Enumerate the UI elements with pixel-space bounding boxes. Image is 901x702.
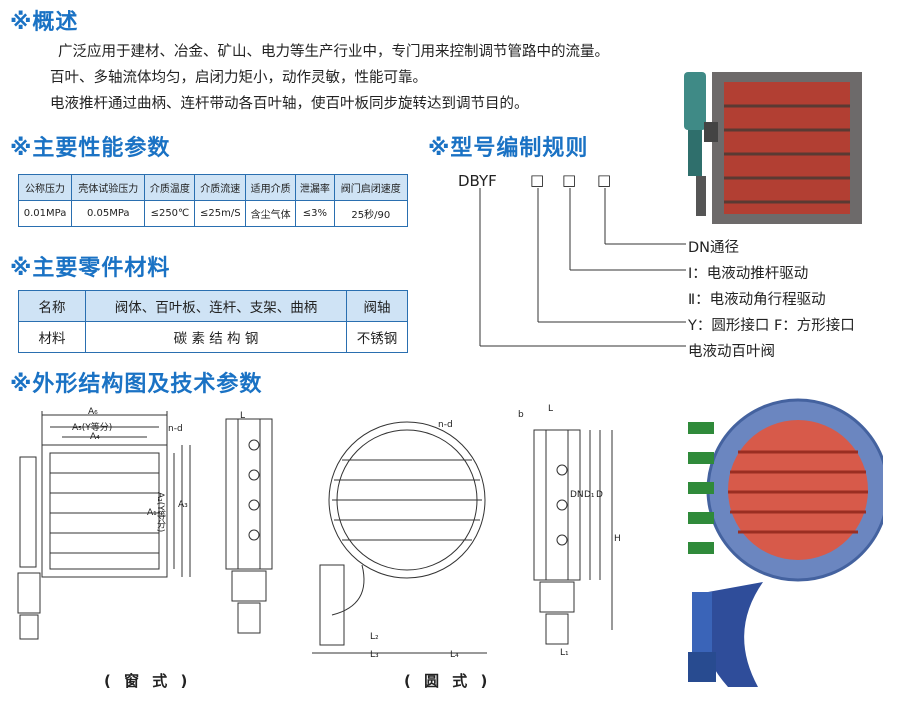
dim-nd-window: n-d [168,424,183,434]
model-box-2: □ [562,171,577,189]
round-type-side-view [533,429,613,645]
overview-line-1: 广泛应用于建材、冶金、矿山、电力等生产行业中，专门用来控制调节管路中的流量。 [58,44,609,60]
window-type-front-view [17,411,191,640]
perf-value-cell: ≤25m/S [194,200,247,227]
dim-DN: DN [570,490,584,500]
dim-A3: A₃ [178,500,188,510]
dim-L-round: L [548,404,554,414]
mat-header-cell: 阀轴 [346,290,408,322]
caption-window-type: ( 窗 式 ) [104,672,192,690]
dim-D1: D₁ [584,490,595,500]
perf-header-cell: 适用介质 [245,174,297,201]
perf-header-cell: 介质流速 [194,174,247,201]
perf-header-cell: 壳体试验压力 [71,174,146,201]
perf-value-cell: 25秒/90 [333,200,409,227]
mat-value-cell: 碳 素 结 构 钢 [85,321,347,353]
performance-heading: ※主要性能参数 [10,136,171,161]
dim-L1: L₁ [560,648,569,658]
dim-L2: L₂ [370,632,379,642]
materials-table: 名称 阀体、百叶板、连杆、支架、曲柄 阀轴 材料 碳 素 结 构 钢 不锈钢 [18,290,408,353]
dim-L-window: L [240,411,246,421]
dim-A5: A₅(Y等分) [72,423,113,433]
caption-round-type: ( 圆 式 ) [404,672,492,690]
perf-value-cell: ≤250℃ [144,200,196,227]
overview-line-2: 百叶、多轴流体均匀，启闭力矩小，动作灵敏，性能可靠。 [50,70,427,86]
perf-value-cell: ≤3% [295,200,335,227]
model-code-diagram [479,188,686,347]
drawings-heading: ※外形结构图及技术参数 [10,372,263,397]
dim-D: D [596,490,603,500]
model-label-type2: Ⅱ：电液动角行程驱动 [688,292,826,308]
perf-header-cell: 介质温度 [144,174,196,201]
materials-heading: ※主要零件材料 [10,256,171,281]
model-box-1: □ [530,171,545,189]
model-box-3: □ [597,171,612,189]
dim-A1: A₁ [147,508,157,518]
mat-header-cell: 名称 [18,290,86,322]
window-type-side-view [225,418,273,634]
round-type-front-view [312,421,487,654]
perf-value-cell: 0.05MPa [71,200,146,227]
model-heading: ※型号编制规则 [428,136,589,161]
perf-header-cell: 公称压力 [17,174,73,201]
model-label-dn: DN通径 [688,240,740,256]
dim-b: b [518,410,524,420]
dim-H: H [614,534,621,544]
overview-heading: ※概述 [10,10,79,35]
perf-value-cell: 含尘气体 [245,200,297,227]
dim-L4: L₄ [450,650,459,660]
model-label-name: 电液动百叶阀 [688,344,775,360]
perf-value-cell: 0.01MPa [17,200,73,227]
model-label-interface: Y：圆形接口 F：方形接口 [688,318,855,334]
mat-header-cell: 阀体、百叶板、连杆、支架、曲柄 [85,290,347,322]
perf-header-cell: 阀门启闭速度 [333,174,409,201]
overview-line-3: 电液推杆通过曲柄、连杆带动各百叶轴，使百叶板同步旋转达到调节目的。 [50,96,529,112]
model-label-type1: Ⅰ：电液动推杆驱动 [688,266,809,282]
dim-A2: A₂(Y等分) [155,492,165,533]
model-prefix: DBYF [458,172,497,190]
performance-table: 公称压力 壳体试验压力 介质温度 介质流速 适用介质 泄漏率 阀门启闭速度 0.… [17,174,409,227]
dim-L3: L₃ [370,650,379,660]
mat-value-cell: 材料 [18,321,86,353]
dim-nd-round: n-d [438,420,453,430]
dim-A6: A₆ [88,407,98,417]
mat-value-cell: 不锈钢 [346,321,408,353]
perf-header-cell: 泄漏率 [295,174,335,201]
round-valve-render [688,398,883,687]
square-valve-photo [684,72,862,224]
dim-A4: A₄ [90,432,100,442]
